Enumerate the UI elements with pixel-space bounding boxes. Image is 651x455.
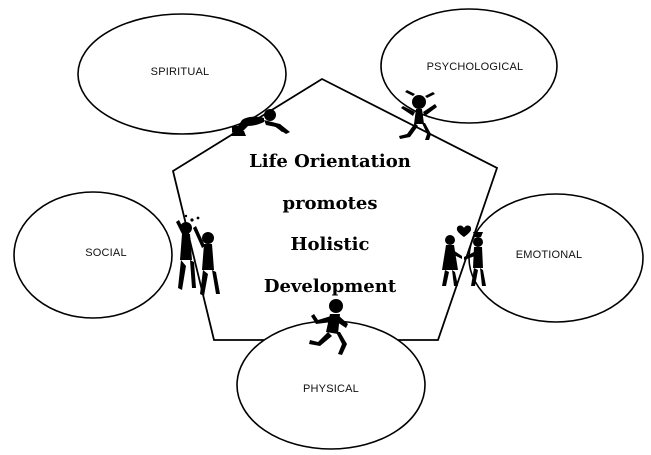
node-emotional: EMOTIONAL — [468, 193, 644, 323]
physical-label: PHYSICAL — [303, 383, 359, 395]
psychological-label: PSYCHOLOGICAL — [427, 61, 524, 73]
kneeling-praying-figure-icon — [230, 109, 290, 136]
node-social: SOCIAL — [13, 191, 173, 319]
node-physical: PHYSICAL — [236, 320, 426, 450]
spiritual-bubble — [77, 13, 287, 135]
center-line-3: Holistic — [291, 234, 370, 255]
couple-in-love-icon — [442, 225, 486, 286]
two-friends-high-five-icon — [176, 214, 220, 296]
center-line-4: Development — [264, 276, 397, 297]
social-label: SOCIAL — [85, 247, 127, 259]
psychological-bubble — [380, 8, 558, 124]
stressed-figure-icon — [399, 90, 437, 140]
center-line-1: Life Orientation — [249, 151, 411, 172]
node-psychological: PSYCHOLOGICAL — [380, 8, 558, 124]
running-figure-icon — [309, 299, 348, 355]
social-bubble — [13, 191, 173, 319]
center-text: Life Orientation promotes Holistic Devel… — [249, 151, 411, 297]
emotional-label: EMOTIONAL — [516, 249, 583, 261]
center-line-2: promotes — [282, 193, 377, 214]
node-spiritual: SPIRITUAL — [77, 13, 287, 135]
spiritual-label: SPIRITUAL — [151, 66, 210, 78]
